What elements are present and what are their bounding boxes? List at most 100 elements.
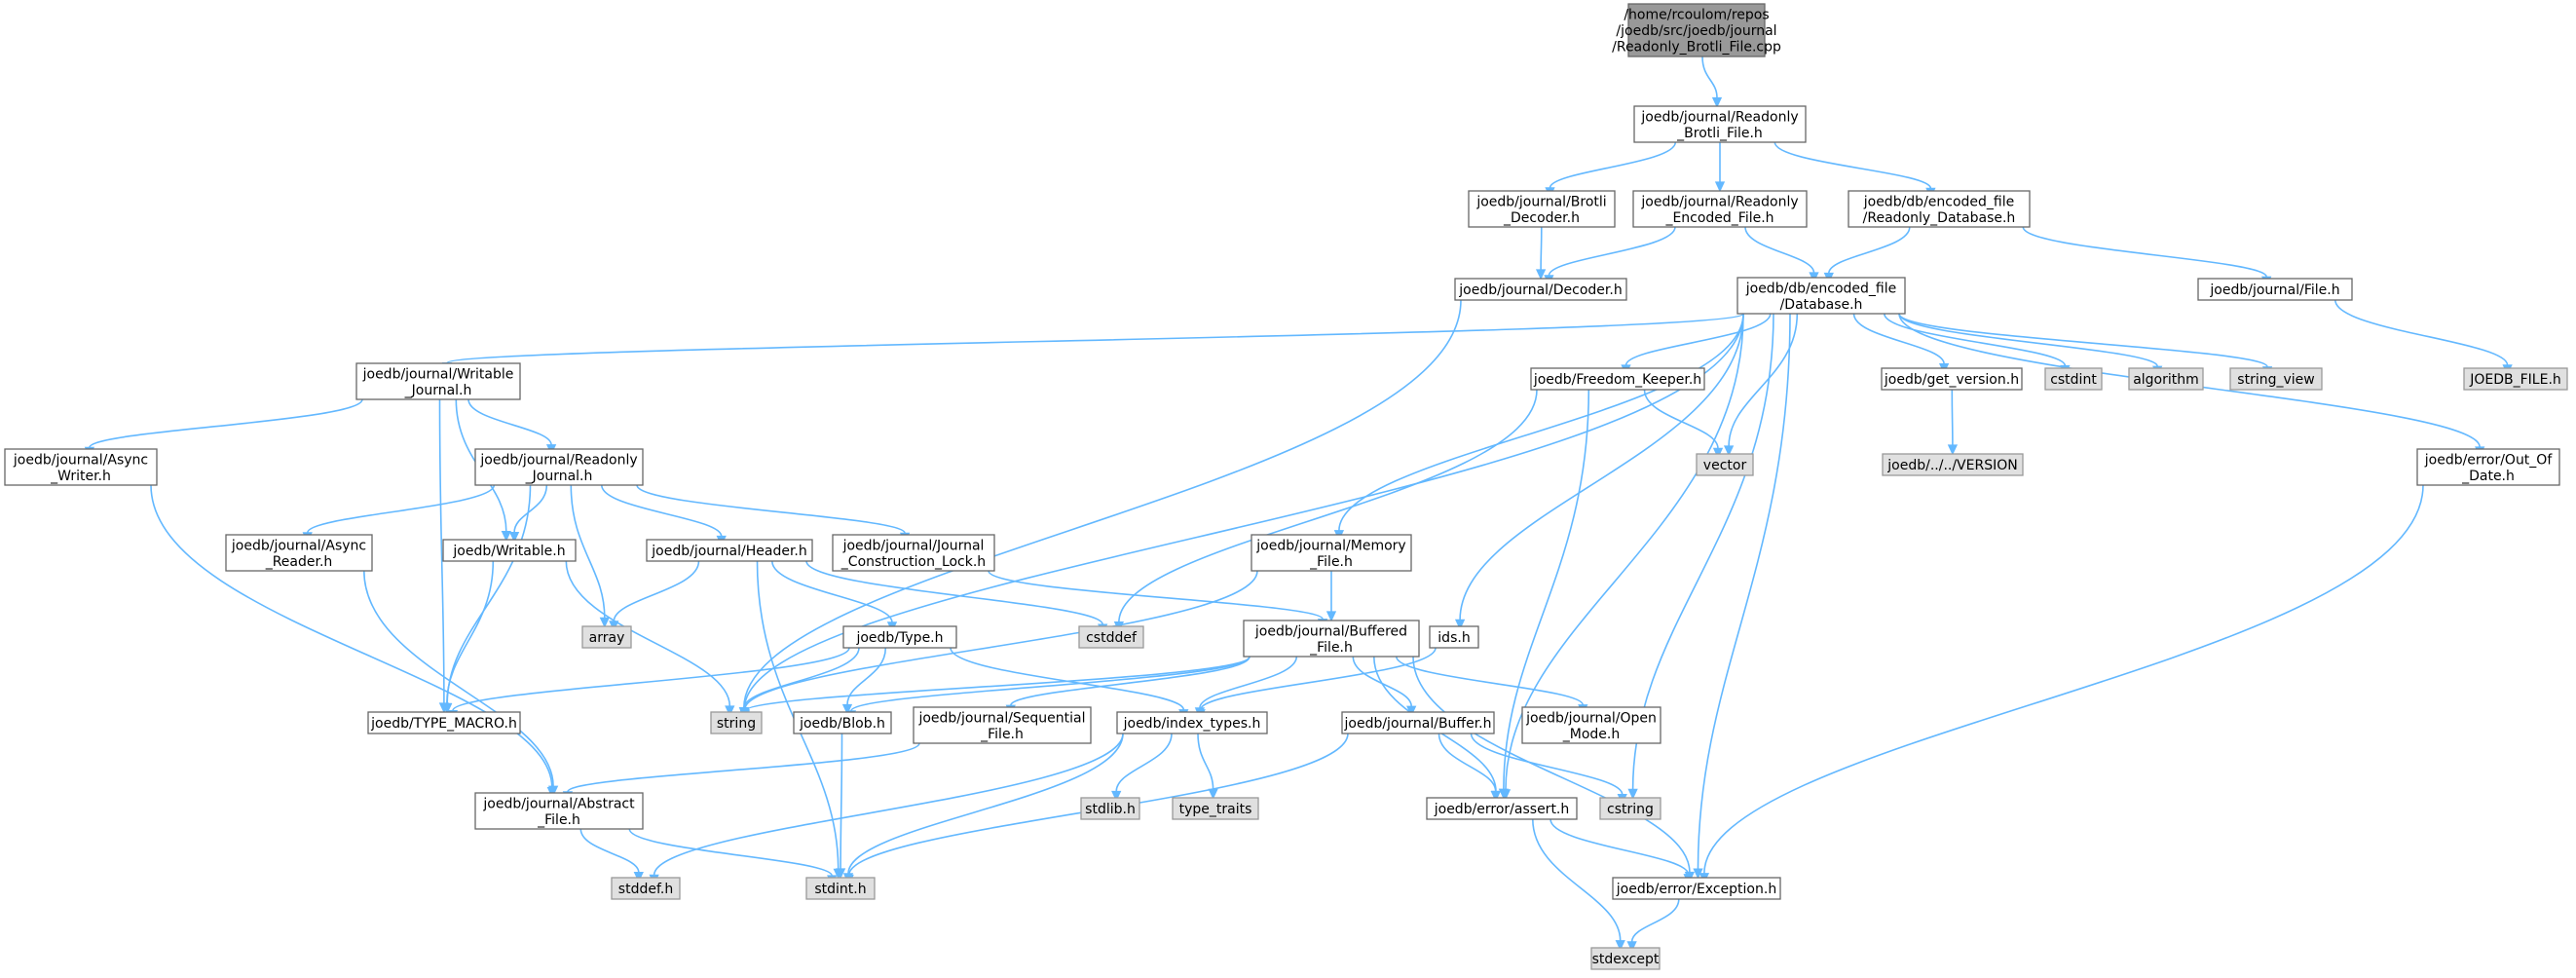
node-buffered-file[interactable]: joedb/journal/Buffered_File.h [1243, 620, 1420, 658]
edge-line [2022, 226, 2267, 278]
node-ids-h[interactable]: ids.h [1429, 625, 1479, 649]
edge-line [1630, 898, 1680, 943]
node-label: joedb/../../VERSION [1886, 458, 2017, 473]
node-type-traits: type_traits [1172, 797, 1259, 820]
node-box [2197, 278, 2353, 301]
edge-line [1744, 226, 1815, 274]
edge-line [743, 299, 1462, 708]
edge-arrowhead [1723, 445, 1735, 457]
edge-line [467, 398, 552, 445]
node-label: _Date.h [2461, 469, 2515, 484]
edge-arrowhead [547, 785, 559, 797]
node-label: ids.h [1437, 630, 1470, 646]
edge-line [1199, 656, 1298, 709]
edge-freedom-keeper-to-cstddef [1113, 389, 1538, 633]
edge-database-to-freedom-keeper [1621, 313, 1772, 376]
node-decoder[interactable]: joedb/journal/Decoder.h [1454, 278, 1627, 301]
node-async-writer[interactable]: joedb/journal/Async_Writer.h [4, 448, 158, 486]
edge-line [1412, 656, 1691, 873]
node-header-h[interactable]: joedb/journal/Header.h [646, 539, 813, 562]
node-root[interactable]: /home/rcoulom/repos/joedb/src/joedb/jour… [1612, 3, 1781, 57]
edge-line [1773, 141, 1932, 189]
edge-line [743, 647, 860, 709]
node-readonly-journal[interactable]: joedb/journal/Readonly_Journal.h [474, 448, 644, 486]
edge-arrowhead [1498, 788, 1510, 800]
node-journal-lock[interactable]: joedb/journal/Journal_Construction_Lock.… [832, 534, 995, 572]
node-assert-h[interactable]: joedb/error/assert.h [1426, 797, 1578, 820]
edge-arrowhead [1325, 611, 1337, 622]
edge-arrowhead [725, 705, 735, 717]
node-box [1530, 367, 1705, 391]
node-box [2463, 367, 2568, 391]
node-label: joedb/Freedom_Keeper.h [1533, 372, 1701, 388]
node-box [1882, 453, 2024, 476]
edge-readonly-journal-to-header-h [601, 484, 727, 546]
edge-line [771, 560, 893, 623]
node-label: algorithm [2133, 372, 2199, 388]
edge-get-version-to-version [1947, 389, 1959, 456]
node-box [1251, 534, 1412, 572]
node-box [1848, 190, 2031, 228]
node-label: joedb/journal/Brotli [1475, 194, 1606, 209]
edge-brotli-decoder-to-decoder [1535, 226, 1547, 281]
node-readonly-brotli-h[interactable]: joedb/journal/Readonly_Brotli_File.h [1633, 105, 1807, 143]
edge-line [1624, 313, 1772, 366]
node-box [225, 534, 373, 572]
node-label: type_traits [1179, 802, 1252, 817]
edge-buffer-h-to-assert-h [1437, 733, 1501, 803]
node-freedom-keeper[interactable]: joedb/Freedom_Keeper.h [1530, 367, 1705, 391]
edge-arrowhead [1626, 941, 1637, 953]
node-get-version[interactable]: joedb/get_version.h [1881, 367, 2023, 391]
node-type-h[interactable]: joedb/Type.h [842, 625, 957, 649]
edge-ids-h-to-index-types [1195, 647, 1437, 721]
node-readonly-encoded[interactable]: joedb/journal/Readonly_Encoded_File.h [1632, 190, 1808, 228]
node-async-reader[interactable]: joedb/journal/Async_Reader.h [225, 534, 373, 572]
node-abstract-file[interactable]: joedb/journal/Abstract_File.h [474, 792, 644, 830]
edge-abstract-file-to-stdint-h [628, 828, 838, 886]
node-writable-journal[interactable]: joedb/journal/Writable_Journal.h [355, 362, 521, 400]
node-stdint-h: stdint.h [805, 877, 876, 900]
edge-line [1549, 818, 1690, 875]
node-label: joedb/journal/Async [231, 538, 366, 553]
node-label: joedb/journal/Abstract [482, 796, 635, 811]
node-readonly-database[interactable]: joedb/db/encoded_file/Readonly_Database.… [1848, 190, 2031, 228]
node-box [1633, 105, 1807, 143]
node-buffer-h[interactable]: joedb/journal/Buffer.h [1341, 711, 1495, 734]
node-index-types[interactable]: joedb/index_types.h [1116, 711, 1268, 734]
edge-line [1338, 313, 1744, 531]
node-out-of-date[interactable]: joedb/error/Out_Of_Date.h [2416, 448, 2560, 486]
node-stdexcept: stdexcept [1590, 947, 1661, 970]
edge-line [1437, 733, 1497, 792]
edge-line [1010, 656, 1251, 706]
node-database[interactable]: joedb/db/encoded_file/Database.h [1736, 277, 1906, 315]
edge-async-reader-to-abstract-file [363, 570, 559, 797]
edge-line [1459, 313, 1744, 621]
node-label: string [717, 716, 756, 732]
edge-readonly-brotli-h-to-brotli-decoder [1545, 141, 1677, 199]
edge-line [89, 398, 363, 449]
node-label: /Readonly_Brotli_File.cpp [1612, 40, 1781, 56]
node-label: stdint.h [814, 882, 866, 897]
node-brotli-decoder[interactable]: joedb/journal/Brotli_Decoder.h [1468, 190, 1616, 228]
node-writable-h[interactable]: joedb/Writable.h [442, 539, 577, 562]
node-open-mode[interactable]: joedb/journal/Open_Mode.h [1521, 706, 1661, 744]
node-type-macro[interactable]: joedb/TYPE_MACRO.h [367, 711, 521, 734]
node-sequential-file[interactable]: joedb/journal/Sequential_File.h [913, 706, 1092, 744]
edge-line [446, 560, 495, 704]
node-box [474, 792, 644, 830]
node-box [1881, 367, 2023, 391]
node-memory-file[interactable]: joedb/journal/Memory_File.h [1251, 534, 1412, 572]
node-label: string_view [2237, 372, 2314, 388]
node-label: joedb/journal/Memory [1255, 538, 1405, 553]
node-label: joedb/db/encoded_file [1745, 281, 1897, 296]
node-blob-h[interactable]: joedb/Blob.h [793, 711, 892, 734]
edge-out-of-date-to-exception-h [1699, 484, 2424, 884]
node-label: _Construction_Lock.h [840, 554, 986, 570]
edge-line [744, 656, 1251, 712]
edge-readonly-encoded-to-database [1744, 226, 1819, 283]
node-file-h[interactable]: joedb/journal/File.h [2197, 278, 2353, 301]
edge-arrowhead [1712, 447, 1724, 459]
node-box [646, 539, 813, 562]
edge-memory-file-to-string [739, 570, 1258, 721]
node-exception-h[interactable]: joedb/error/Exception.h [1612, 877, 1781, 900]
